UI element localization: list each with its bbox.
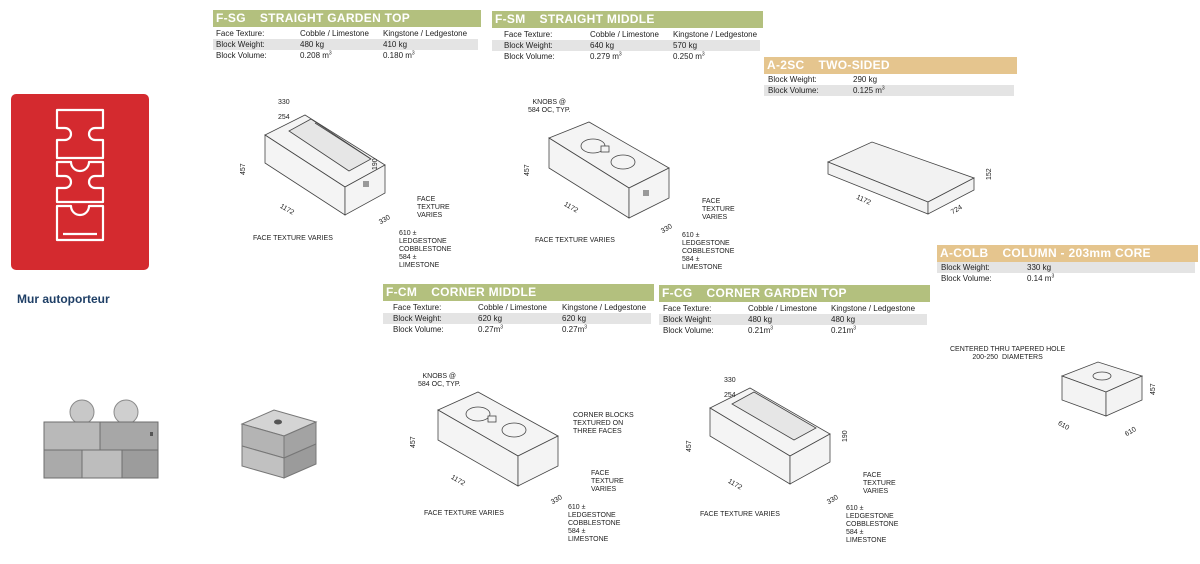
a2sc-slab-drawing — [826, 141, 976, 215]
fsm-code: F-SM — [495, 12, 526, 26]
fcg-face-texture-varies: FACE TEXTURE VARIES — [700, 511, 780, 518]
fcg-row-texture: Face Texture: Cobble / Limestone Kingsto… — [663, 304, 916, 313]
fsg-row-texture: Face Texture: Cobble / Limestone Kingsto… — [216, 29, 468, 38]
fsm-block-drawing — [548, 121, 670, 219]
a2sc-dim-h: 152 — [986, 168, 993, 180]
fcm-row-texture: Face Texture: Cobble / Limestone Kingsto… — [393, 303, 647, 312]
acol-dim-b: 610 — [1124, 426, 1138, 439]
acol-name: COLUMN - 203mm CORE — [1002, 246, 1151, 260]
fcm-face-texture-varies: FACE TEXTURE VARIES — [424, 510, 504, 517]
a2sc-row-weight: Block Weight: 290 kg — [768, 75, 878, 84]
fcg-header: F-CG CORNER GARDEN TOP — [659, 285, 930, 302]
fcg-dim-w: 330 — [724, 377, 736, 384]
stacked-blocks-icon — [55, 108, 105, 242]
stacked-wall-blocks-photo — [43, 399, 159, 479]
fcg-code: F-CG — [662, 286, 693, 300]
acol-block-drawing — [1060, 361, 1144, 417]
fcm-face-texture: FACE TEXTURE VARIES — [591, 470, 624, 493]
fcm-dim-h: 457 — [410, 436, 417, 448]
fsg-face-texture-varies: FACE TEXTURE VARIES — [253, 235, 333, 242]
fcm-header: F-CM CORNER MIDDLE — [383, 284, 654, 301]
fsm-knobs: KNOBS @ 584 OC, TYP. — [528, 99, 571, 114]
acol-dim-h: 457 — [1150, 383, 1157, 395]
fsm-name: STRAIGHT MIDDLE — [539, 12, 655, 26]
fcm-height-note: 610 ± LEDGESTONE COBBLESTONE 584 ± LIMES… — [568, 504, 621, 543]
fsg-dim-h: 457 — [240, 163, 247, 175]
fsg-row-weight: Block Weight: 480 kg 410 kg — [213, 39, 478, 50]
acol-row-weight: Block Weight: 330 kg — [937, 262, 1195, 273]
fsm-height-note: 610 ± LEDGESTONE COBBLESTONE 584 ± LIMES… — [682, 232, 735, 271]
fsg-dim-inner-h: 190 — [372, 158, 379, 170]
icon-card — [11, 94, 149, 270]
a2sc-header: A-2SC TWO-SIDED — [764, 57, 1017, 74]
fsg-code: F-SG — [216, 11, 246, 25]
fsg-name: STRAIGHT GARDEN TOP — [259, 11, 411, 25]
a2sc-name: TWO-SIDED — [818, 58, 890, 72]
fsm-row-weight: Block Weight: 640 kg 570 kg — [492, 40, 760, 51]
fcg-row-volume: Block Volume: 0.21m3 0.21m3 — [663, 325, 857, 335]
fcg-row-weight: Block Weight: 480 kg 480 kg — [659, 314, 927, 325]
fsm-row-volume: Block Volume: 0.279 m3 0.250 m3 — [504, 51, 705, 61]
fsg-header: F-SG STRAIGHT GARDEN TOP — [213, 10, 481, 27]
a2sc-row-volume: Block Volume: 0.125 m3 — [764, 85, 1014, 96]
a2sc-code: A-2SC — [767, 58, 805, 72]
fsm-face-texture-varies: FACE TEXTURE VARIES — [535, 237, 615, 244]
fcg-dim-d: 254 — [724, 392, 736, 399]
fcg-name: CORNER GARDEN TOP — [706, 286, 847, 300]
icon-card-label: Mur autoporteur — [17, 292, 110, 306]
fsg-face-texture: FACE TEXTURE VARIES — [417, 196, 450, 219]
fcm-row-volume: Block Volume: 0.27m3 0.27m3 — [393, 324, 588, 334]
fcg-dim-inner-h: 190 — [842, 430, 849, 442]
fsg-height-note: 610 ± LEDGESTONE COBBLESTONE 584 ± LIMES… — [399, 230, 452, 269]
fcg-height-note: 610 ± LEDGESTONE COBBLESTONE 584 ± LIMES… — [846, 505, 899, 544]
fsg-block-drawing — [264, 114, 386, 216]
acol-header: A-COLB COLUMN - 203mm CORE — [937, 245, 1198, 262]
column-block-photo — [240, 409, 318, 479]
fcm-corner-note: CORNER BLOCKS TEXTURED ON THREE FACES — [573, 412, 634, 435]
acol-row-volume: Block Volume: 0.14 m3 — [941, 273, 1055, 283]
fsm-header: F-SM STRAIGHT MIDDLE — [492, 11, 763, 28]
fcm-code: F-CM — [386, 285, 418, 299]
fsg-dim-w: 330 — [278, 99, 290, 106]
fcg-face-texture: FACE TEXTURE VARIES — [863, 472, 896, 495]
fsg-row-volume: Block Volume: 0.208 m3 0.180 m3 — [216, 50, 415, 60]
fcg-dim-h: 457 — [686, 440, 693, 452]
fsg-dim-d: 254 — [278, 114, 290, 121]
fsm-dim-h: 457 — [524, 164, 531, 176]
acol-note: CENTERED THRU TAPERED HOLE 200-250 DIAME… — [950, 346, 1066, 361]
fcm-block-drawing — [437, 391, 559, 487]
fcm-name: CORNER MIDDLE — [431, 285, 537, 299]
fcm-knobs: KNOBS @ 584 OC, TYP. — [418, 373, 461, 388]
fsm-row-texture: Face Texture: Cobble / Limestone Kingsto… — [504, 30, 758, 39]
fsm-face-texture: FACE TEXTURE VARIES — [702, 198, 735, 221]
acol-code: A-COLB — [940, 246, 989, 260]
fcm-row-weight: Block Weight: 620 kg 620 kg — [383, 313, 651, 324]
fcg-block-drawing — [709, 387, 831, 485]
